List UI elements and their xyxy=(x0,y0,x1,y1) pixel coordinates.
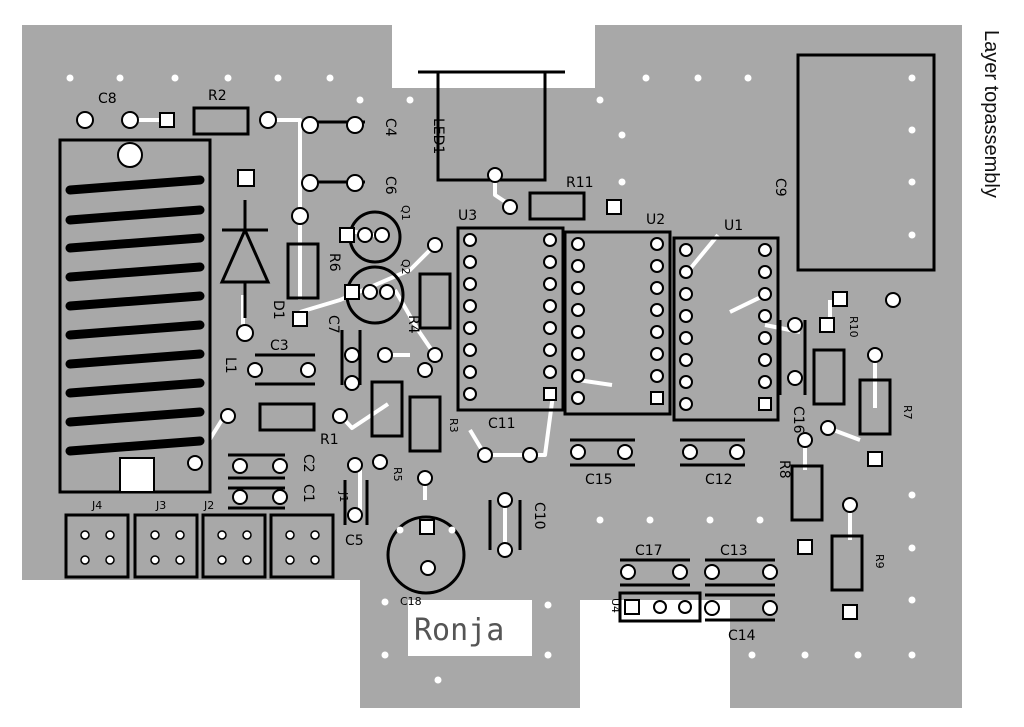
board-outline xyxy=(22,25,962,708)
label-r10: R10 xyxy=(847,316,860,338)
label-l1: L1 xyxy=(222,357,238,374)
label-c7: C7 xyxy=(325,315,341,334)
label-r9: R9 xyxy=(873,554,886,569)
silkscreen xyxy=(58,53,936,623)
label-j2: J2 xyxy=(203,499,214,512)
stamp-text: Ronja xyxy=(414,613,504,648)
label-led1: LED1 xyxy=(430,118,446,154)
pads xyxy=(76,111,901,620)
label-r6: R6 xyxy=(326,253,342,272)
label-u2: U2 xyxy=(646,212,665,228)
label-r4: R4 xyxy=(405,315,421,334)
label-u4: U4 xyxy=(609,598,622,613)
label-c15: C15 xyxy=(585,472,613,488)
label-c11: C11 xyxy=(488,416,516,432)
label-c14: C14 xyxy=(728,628,756,644)
label-j3: J3 xyxy=(155,499,166,512)
label-c18: C18 xyxy=(400,595,422,608)
label-q2: Q2 xyxy=(399,259,412,275)
ic-pins xyxy=(463,233,772,411)
label-u3: U3 xyxy=(458,208,477,224)
label-c9: C9 xyxy=(772,178,788,197)
label-r3: R3 xyxy=(447,418,460,433)
label-r11: R11 xyxy=(566,175,594,191)
label-c16: C16 xyxy=(790,406,806,434)
connector-pads xyxy=(80,530,320,565)
label-c8: C8 xyxy=(98,91,117,107)
label-c4: C4 xyxy=(382,118,398,137)
label-c1: C1 xyxy=(300,484,316,503)
label-q1: Q1 xyxy=(399,205,412,221)
label-c13: C13 xyxy=(720,543,748,559)
relay-coil xyxy=(65,175,205,456)
vias xyxy=(66,74,916,684)
label-c3: C3 xyxy=(270,338,289,354)
label-c17: C17 xyxy=(635,543,663,559)
label-c6: C6 xyxy=(382,176,398,195)
label-c2: C2 xyxy=(300,454,316,473)
label-r7: R7 xyxy=(901,405,914,420)
component-labels: C8 R2 C4 C6 LED1 R11 C9 U3 U2 U1 Q1 Q2 R… xyxy=(91,88,914,644)
stamp-background xyxy=(408,600,532,656)
label-j1: J1 xyxy=(337,491,350,502)
label-d1: D1 xyxy=(270,300,286,320)
label-u1: U1 xyxy=(724,218,743,234)
label-r1: R1 xyxy=(320,432,339,448)
label-j4: J4 xyxy=(91,499,102,512)
layer-label: Layer topassembly xyxy=(980,30,1002,198)
label-c5: C5 xyxy=(345,533,364,549)
label-r8: R8 xyxy=(776,460,792,479)
label-c10: C10 xyxy=(531,502,547,530)
label-r2: R2 xyxy=(208,88,227,104)
label-r5: R5 xyxy=(391,467,404,482)
label-c12: C12 xyxy=(705,472,733,488)
